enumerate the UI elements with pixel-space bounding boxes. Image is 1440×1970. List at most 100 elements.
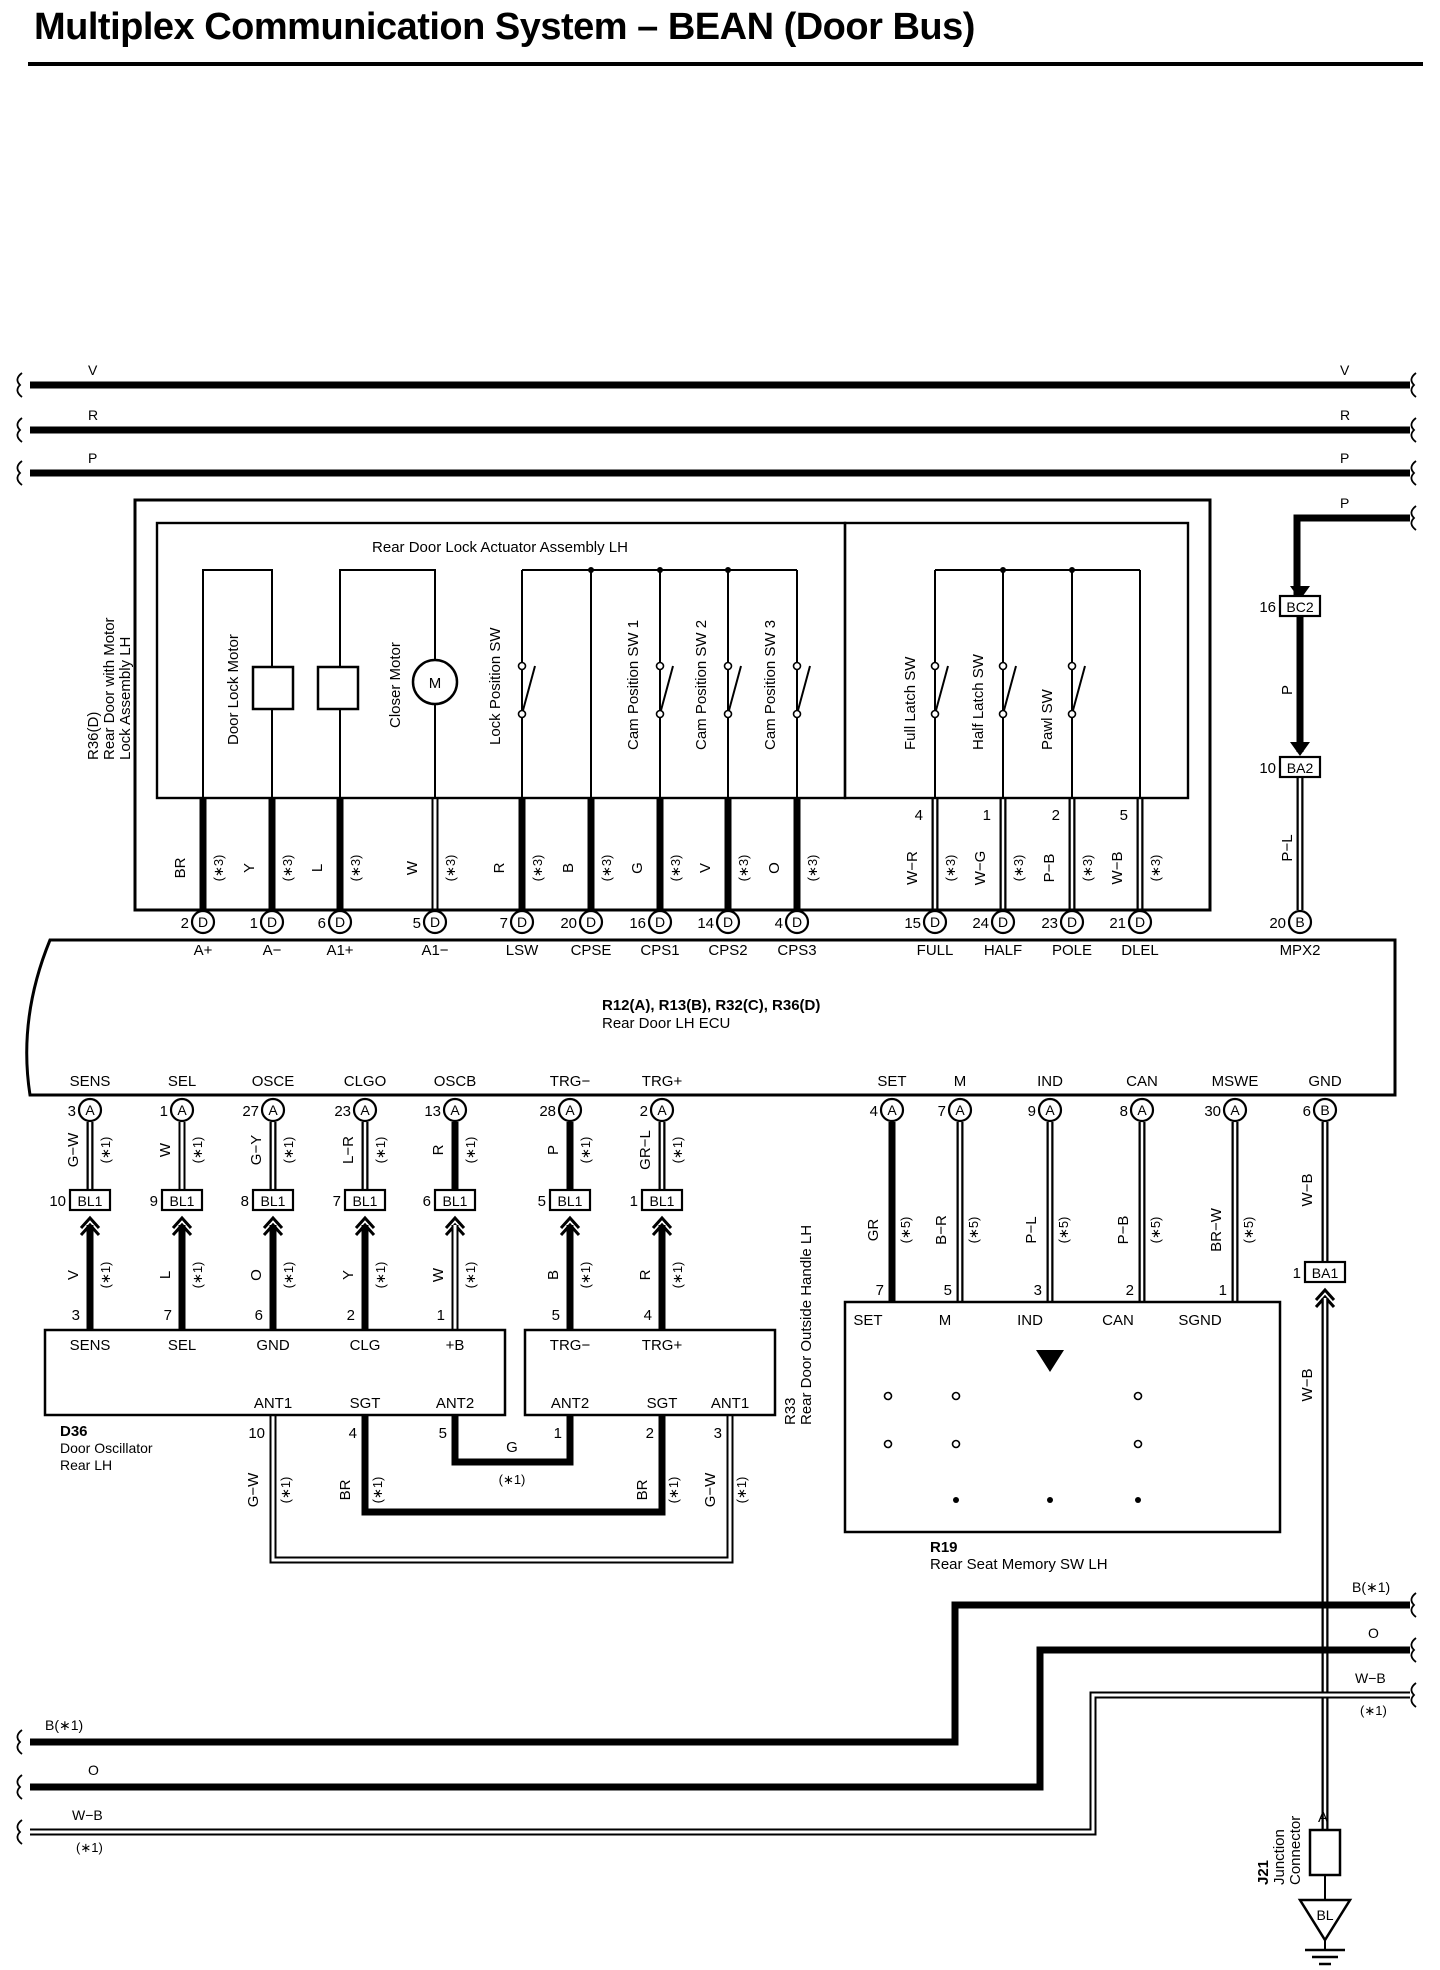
bus-right-label-P: P — [1340, 450, 1349, 466]
bl1-0-pin: 10 — [49, 1193, 66, 1210]
osc-bottom-term-0: ANT1 — [254, 1395, 292, 1412]
bus-bottom-label-o-right: O — [1368, 1625, 1379, 1641]
ecu-top-pin-A+-conn: D — [198, 914, 208, 930]
handle-term-0: TRG− — [550, 1337, 591, 1354]
bl1-4-pin: 6 — [423, 1193, 431, 1210]
bus-p-branch-label: P — [1340, 495, 1349, 511]
top-wire-note-CPSE: (∗3) — [599, 855, 614, 882]
ba2-pin: 10 — [1259, 760, 1276, 777]
bus-left-brace-R — [16, 417, 23, 443]
bus-bottom-left-brace-2 — [16, 1819, 23, 1845]
seat-wire-code-IND: P−L — [1023, 1216, 1040, 1243]
bl1-chev-3-chev1 — [354, 1215, 376, 1230]
ecu-bottom-pin-OSCE-circle — [260, 1097, 286, 1123]
ecu-bottom-term-IND: IND — [1037, 1073, 1063, 1090]
ecu-top-pin-A−-pin: 1 — [250, 915, 258, 932]
ecu-wire-code-OSCB: R — [430, 1144, 447, 1155]
ecu-wire-code-CLGO: L−R — [340, 1136, 357, 1164]
handle-term-1: TRG+ — [642, 1337, 683, 1354]
bus-bottom-note-wb-right: (∗1) — [1360, 1703, 1387, 1718]
bus-left-label-P: P — [88, 450, 97, 466]
ecu-wire-note-TRG+: (∗1) — [670, 1137, 685, 1164]
switch-label-660: Cam Position SW 1 — [625, 620, 642, 750]
j21-name-2: Connector — [1287, 1816, 1304, 1885]
actuator-assembly-label: Rear Door Lock Actuator Assembly LH — [372, 539, 628, 556]
top-wire-code-LSW: R — [491, 862, 508, 873]
seat-wire-code-SET: GR — [865, 1219, 882, 1242]
latch-switch-1-blade — [1002, 665, 1017, 715]
ecu-top-term-A+: A+ — [194, 942, 213, 959]
latch-label-1: Half Latch SW — [970, 653, 987, 750]
top-wire-note-DLEL: (∗3) — [1148, 855, 1163, 882]
bus-right-brace-V — [1410, 372, 1417, 398]
ecu-bottom-term-M: M — [954, 1073, 967, 1090]
bl1-4-label: BL1 — [443, 1193, 468, 1209]
bus-p-branch — [1293, 514, 1410, 592]
top-wire-note-FULL: (∗3) — [943, 855, 958, 882]
switch-label-728: Cam Position SW 2 — [693, 620, 710, 750]
bl1-wire-code-2: O — [248, 1269, 265, 1281]
ecu-top-term-CPS1: CPS1 — [640, 942, 679, 959]
ecu-bottom-term-MSWE: MSWE — [1212, 1073, 1259, 1090]
bus-right-brace-R — [1410, 417, 1417, 443]
ecu-bottom-pin-CLGO-pin: 23 — [334, 1103, 351, 1120]
seat-switch-0-c1 — [883, 1439, 893, 1449]
bl1-0-box — [68, 1188, 112, 1212]
seat-wire-code-M: B−R — [933, 1215, 950, 1245]
ecu-bottom-pin-IND-pin: 9 — [1028, 1103, 1036, 1120]
ecu-top-pin-CPS1-circle — [647, 909, 673, 935]
latch-switch-0-blade — [934, 665, 949, 715]
bus-left-label-V: V — [88, 362, 98, 378]
switch-label-522: Lock Position SW — [487, 627, 504, 745]
ecu-top-pin-POLE-pin: 23 — [1041, 915, 1058, 932]
seat-pin-4: 1 — [1219, 1282, 1227, 1299]
led-icon — [1036, 1350, 1064, 1372]
switch-A1+-c1 — [517, 709, 527, 719]
seat-wire-note-M: (∗5) — [966, 1217, 981, 1244]
bus-bottom-wb — [30, 1691, 1410, 1836]
ecu-top-pin-CPS3-pin: 4 — [775, 915, 783, 932]
seat-switch-0-c2 — [883, 1391, 893, 1401]
latch-switch-1-c2 — [998, 661, 1008, 671]
j21-box — [1308, 1828, 1342, 1877]
ecu-top-pin-DLEL-pin: 21 — [1109, 915, 1126, 932]
ecu-bottom-pin-SEL-circle — [169, 1097, 195, 1123]
ecu-bottom-pin-SEL-conn: A — [177, 1102, 187, 1118]
ecu-bottom-term-SENS: SENS — [70, 1073, 111, 1090]
ecu-bottom-pin-SENS-pin: 3 — [68, 1103, 76, 1120]
osc-pin-2: 6 — [255, 1307, 263, 1324]
ecu-top-term-POLE: POLE — [1052, 942, 1092, 959]
ecu-bottom-pin-M-conn: A — [955, 1102, 965, 1118]
ecu-bottom-pin-GND-pin: 6 — [1303, 1103, 1311, 1120]
bus-bottom-wb-core — [30, 1693, 1410, 1834]
osc-pin-4: 1 — [437, 1307, 445, 1324]
ecu-bottom-term-CAN: CAN — [1126, 1073, 1158, 1090]
bl1-wire-code-4: W — [430, 1267, 447, 1282]
top-wire-code-CPS3: O — [766, 862, 783, 874]
ecu-top-pin-CPS2-circle — [715, 909, 741, 935]
mpx2-wire-code: P−L — [1279, 834, 1296, 861]
bus-bottom-label-wb-left: W−B — [72, 1807, 103, 1823]
ecu-bottom-pin-OSCE-pin: 27 — [242, 1103, 259, 1120]
cps1-node — [657, 567, 663, 573]
seat-switch-2-c2 — [1133, 1391, 1143, 1401]
latch-subpin-3: 5 — [1120, 807, 1128, 824]
seat-pin-0: 7 — [876, 1282, 884, 1299]
ecu-top-pin-FULL-conn: D — [930, 914, 940, 930]
top-wire-note-A1+: (∗3) — [348, 855, 363, 882]
seat-switch-1-c2 — [951, 1391, 961, 1401]
ecu-bottom-pin-MSWE-conn: A — [1230, 1102, 1240, 1118]
ecu-top-pin-A1−-circle — [422, 909, 448, 935]
ba1-wire-code-below: W−B — [1299, 1369, 1316, 1402]
ba2-label: BA2 — [1287, 760, 1314, 776]
ecu-top-pin-HALF-circle — [990, 909, 1016, 935]
ba2-arrow — [1290, 742, 1310, 756]
ecu-bottom-term-OSCE: OSCE — [252, 1073, 295, 1090]
mpx2-mid-wire-code: P — [1279, 685, 1296, 695]
handle-bottom-pin-1: 2 — [646, 1425, 654, 1442]
bus-bottom-b — [30, 1601, 1410, 1746]
osc-pin-0: 3 — [72, 1307, 80, 1324]
ecu-bottom-pin-SET-pin: 4 — [870, 1103, 878, 1120]
ant2-wire — [451, 1415, 574, 1466]
